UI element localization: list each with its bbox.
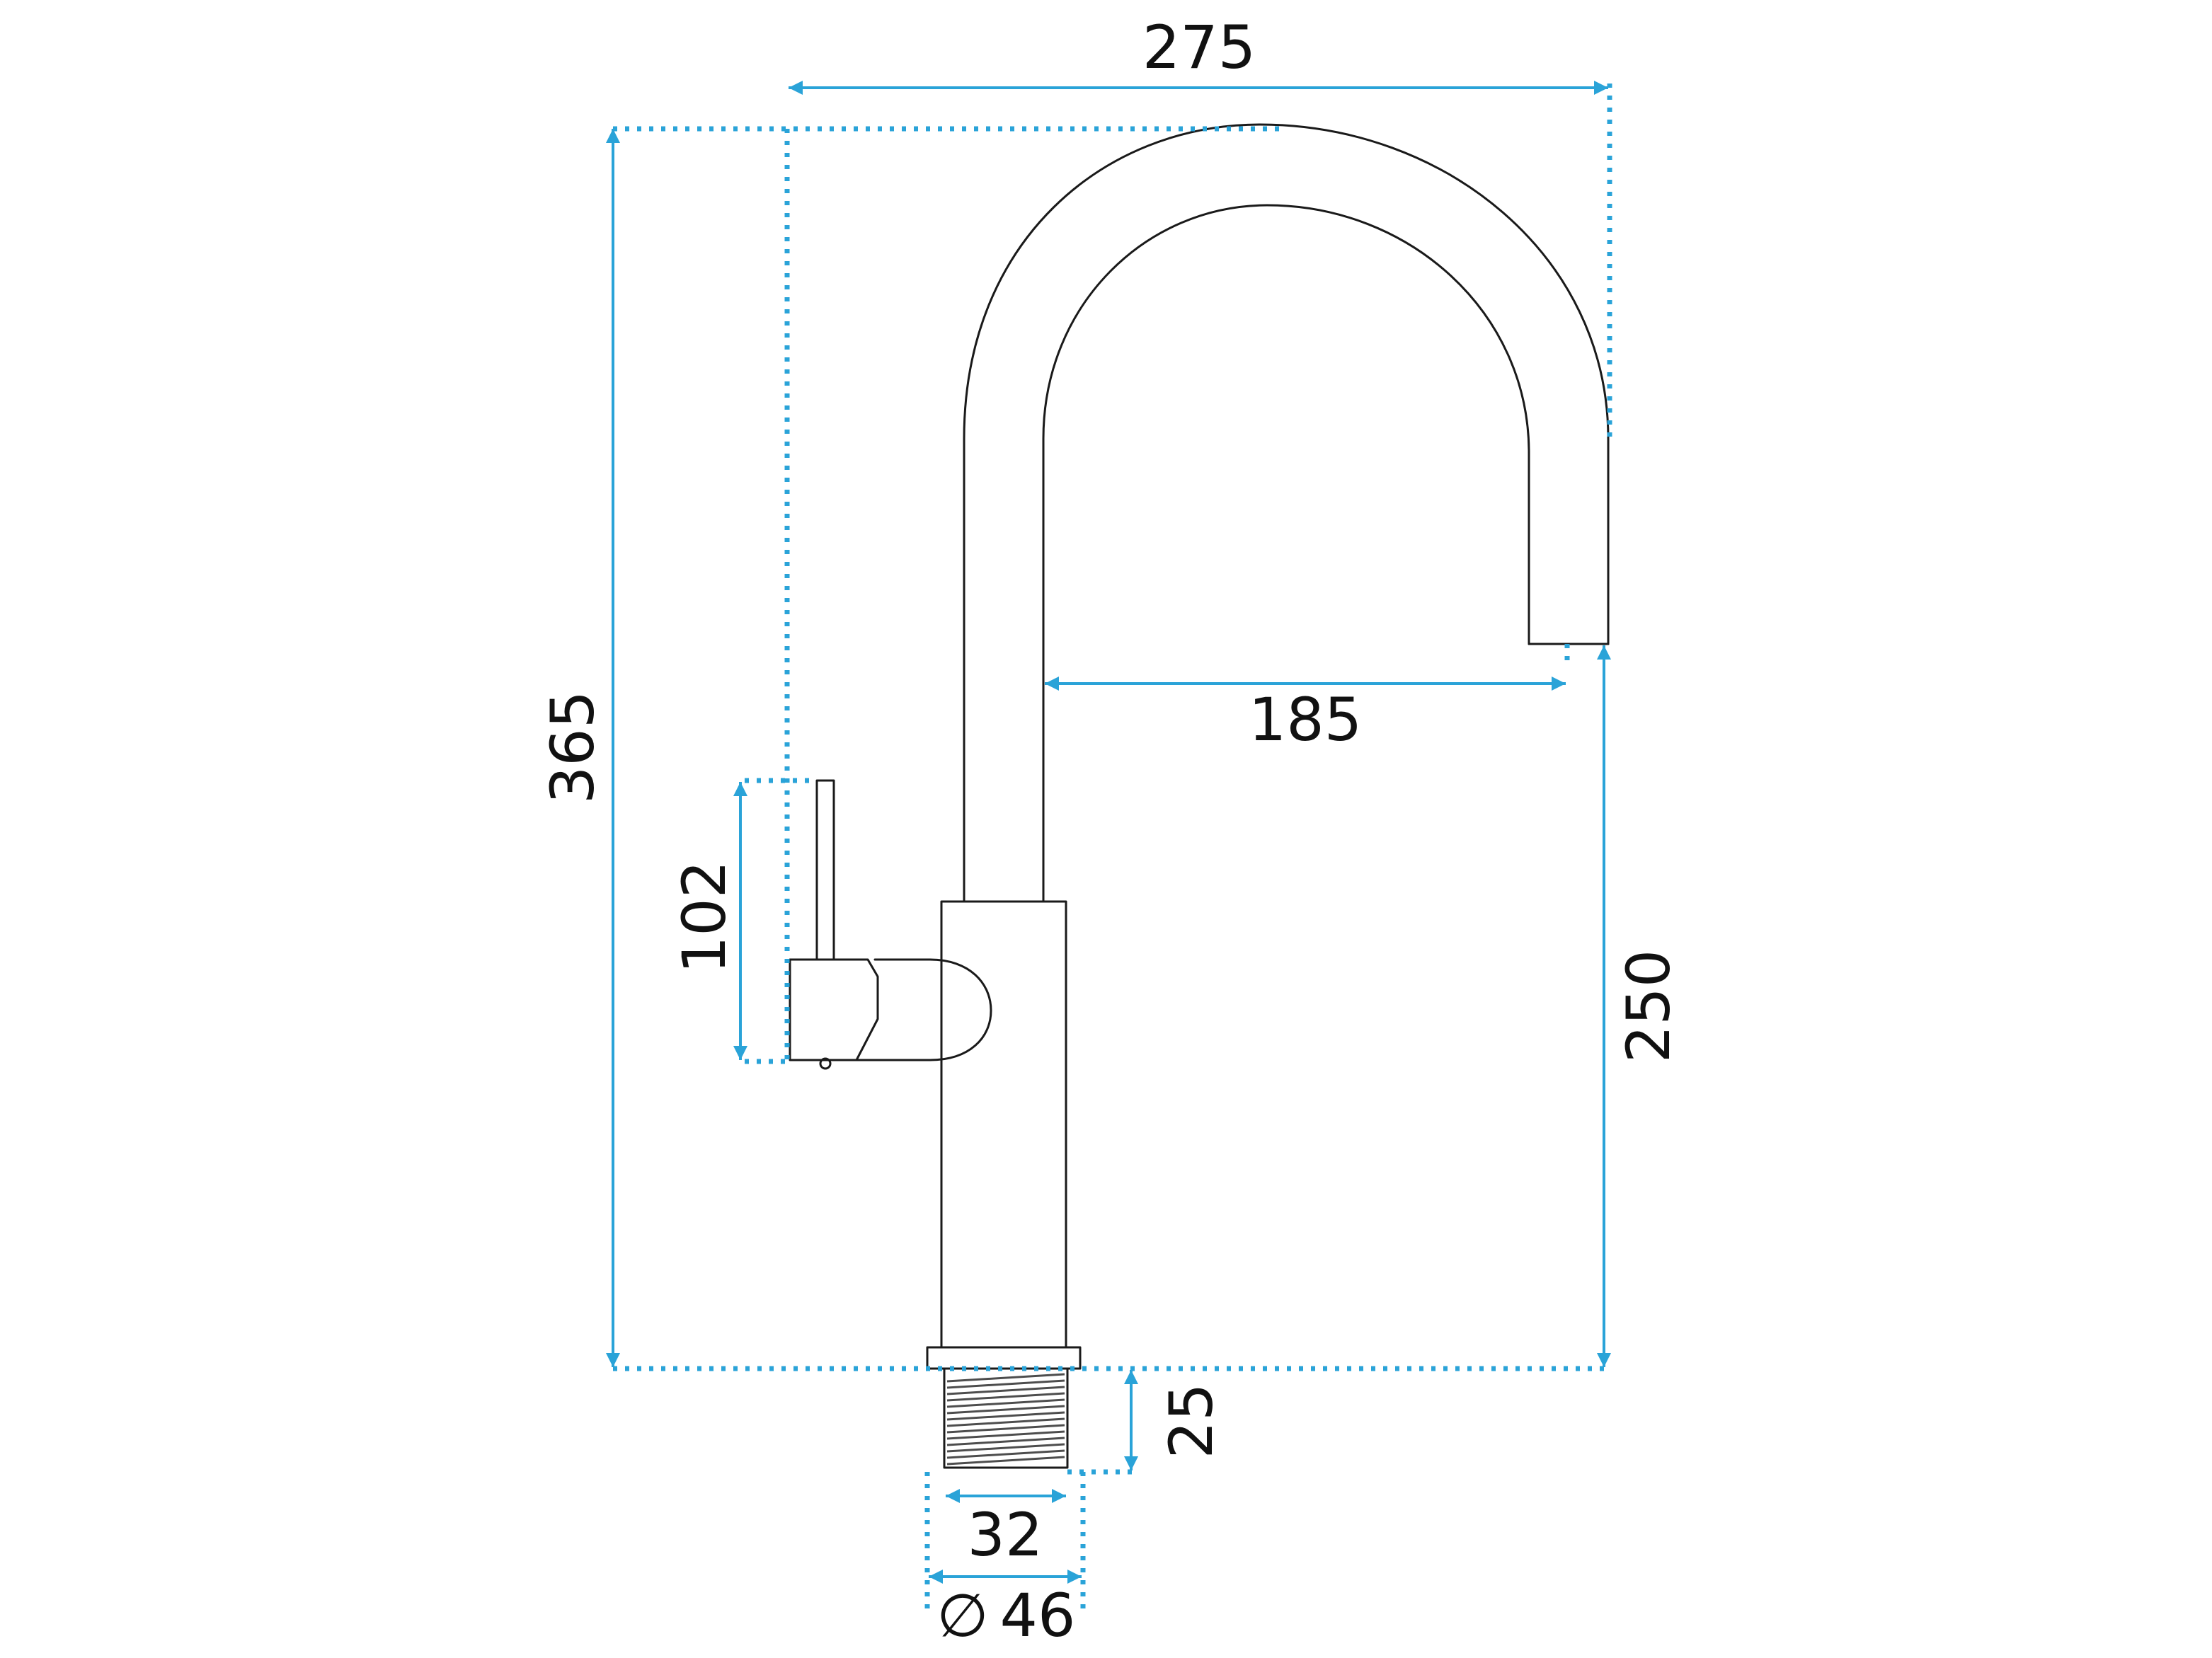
label-spout-reach-inner: 185: [1249, 685, 1362, 754]
label-total-height: 365: [538, 691, 607, 804]
label-thread-length: 25: [1157, 1383, 1226, 1459]
spout-outer: [963, 123, 1610, 903]
label-base-diameter: 46: [1000, 1581, 1076, 1650]
spout-inner: [1042, 204, 1530, 903]
thread-line: [946, 1411, 1065, 1421]
extension-lines: [613, 84, 1612, 1613]
thread-line: [946, 1456, 1065, 1466]
label-diameter-symbol: ∅: [936, 1581, 988, 1650]
lever-hub: [789, 958, 879, 1061]
thread-line: [946, 1437, 1065, 1446]
faucet-lower-body: [940, 900, 1067, 1349]
thread-line: [946, 1424, 1065, 1434]
lever-cartridge: [855, 958, 992, 1061]
thread-line: [946, 1398, 1065, 1408]
lever-pin: [819, 1057, 832, 1070]
thread-line: [946, 1386, 1065, 1395]
label-thread-diameter: 32: [968, 1500, 1043, 1570]
thread-line: [946, 1417, 1065, 1427]
dimension-lines: [606, 81, 1611, 1584]
label-outlet-height: 250: [1614, 950, 1683, 1063]
dimension-labels: 275 365 185 102 250 25 32 ∅ 46: [538, 13, 1683, 1650]
thread-line: [946, 1392, 1065, 1402]
threaded-shank: [943, 1367, 1069, 1469]
faucet-body: [789, 123, 1610, 1469]
thread-line: [946, 1430, 1065, 1440]
thread-line: [946, 1449, 1065, 1459]
thread-line: [946, 1373, 1065, 1383]
thread-line: [946, 1405, 1065, 1415]
thread-lines: [946, 1373, 1065, 1466]
label-spout-reach-total: 275: [1142, 13, 1256, 82]
lever-handle: [815, 779, 835, 961]
base-washer: [926, 1346, 1082, 1370]
thread-line: [946, 1379, 1065, 1389]
thread-line: [946, 1443, 1065, 1453]
label-lever-height: 102: [670, 860, 739, 974]
